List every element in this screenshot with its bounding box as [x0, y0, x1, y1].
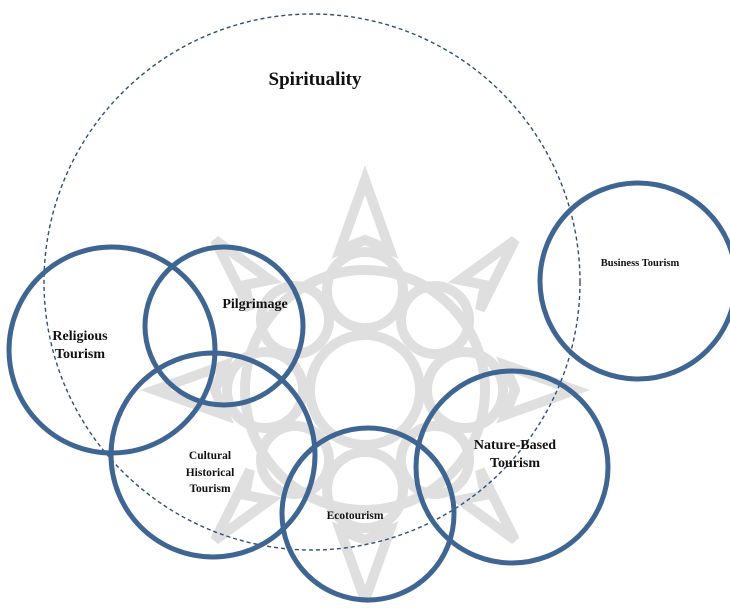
pilgrimage-circle — [142, 244, 306, 408]
nature-label-line: Tourism — [489, 455, 541, 471]
nature-based-tourism-circle — [413, 368, 611, 566]
cultural-label-line: Cultural — [188, 450, 232, 462]
nature-label-line: Nature-Based — [473, 438, 557, 453]
cultural-historical-tourism-circle — [108, 350, 318, 560]
religious-tourism-label: Religious Tourism — [30, 328, 130, 363]
nature-based-tourism-label: Nature-Based Tourism — [455, 437, 575, 472]
business-tourism-circle — [537, 180, 730, 382]
cultural-label-line: Historical — [185, 466, 235, 479]
religious-tourism-label-line: Religious — [52, 329, 108, 344]
pilgrimage-label: Pilgrimage — [222, 297, 288, 312]
religious-tourism-label-line: Tourism — [54, 346, 106, 362]
cultural-label-line: Tourism — [189, 483, 231, 496]
business-tourism-label: Business Tourism — [600, 258, 680, 269]
cultural-historical-tourism-label: Cultural Historical Tourism — [150, 448, 270, 498]
spirituality-circle — [43, 13, 581, 551]
ecotourism-label: Ecotourism — [326, 510, 384, 522]
watermark-emblem — [140, 165, 590, 608]
ecotourism-circle — [279, 425, 457, 603]
spirituality-label: Spirituality — [268, 69, 362, 90]
